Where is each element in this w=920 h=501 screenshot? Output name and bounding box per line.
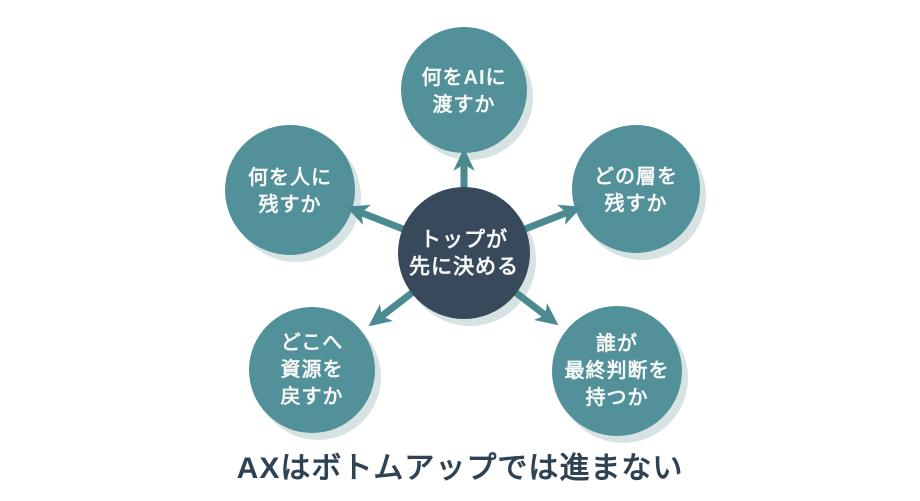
diagram-caption: AXはボトムアップでは進まない	[237, 452, 684, 485]
node-bottom-right-circle	[552, 306, 682, 436]
node-left-circle	[225, 125, 355, 255]
arrow-center-to-right	[523, 204, 583, 233]
satellite-circles	[225, 27, 700, 436]
arrow-center-to-left	[345, 204, 405, 233]
node-bottom-right-label-line1: 誰が	[596, 331, 638, 355]
arrow-center-to-bottom-right	[512, 289, 559, 326]
node-bottom-left-label-line2: 資源を	[281, 357, 344, 381]
node-bottom-right-label-line3: 持つか	[586, 385, 649, 409]
node-bottom-left-label-line3: 戻すか	[281, 384, 344, 408]
node-right-label-line1: どの層を	[594, 165, 678, 188]
node-top-circle	[401, 27, 527, 153]
node-center-label-line2: 先に決める	[409, 256, 519, 279]
node-bottom-left-label-line1: どこへ	[281, 331, 343, 354]
node-center-label-line1: トップが	[420, 228, 508, 252]
arrow-center-to-bottom-left	[368, 289, 416, 327]
node-bottom-right-label-line2: 最終判断を	[565, 358, 670, 382]
node-top-label-line1: 何をAIに	[422, 65, 507, 89]
node-left-label-line1: 何を人に	[248, 165, 332, 189]
node-right-label-line2: 残すか	[605, 192, 668, 215]
node-center-circle	[398, 187, 530, 319]
node-top-label-line2: 渡すか	[433, 92, 496, 116]
node-right-circle	[572, 125, 700, 253]
node-bottom-left-circle	[249, 307, 375, 433]
arrows	[345, 148, 583, 327]
node-left-label-line2: 残すか	[259, 193, 322, 216]
node-labels: 何をAIに 渡すか 何を人に 残すか どの層を 残すか どこへ 資源を 戻すか …	[248, 65, 678, 409]
